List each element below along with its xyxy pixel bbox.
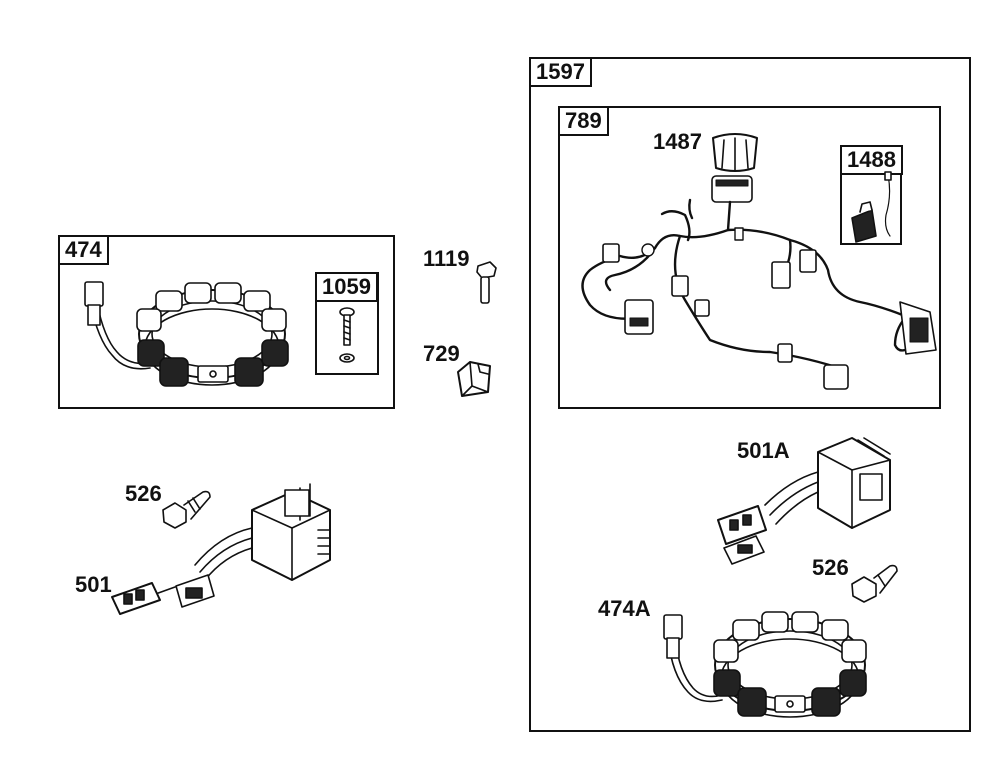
connector-1488-illustration <box>851 171 892 243</box>
harness-789-illustration <box>581 175 937 390</box>
part-501-label: 501 <box>75 572 112 597</box>
group-474-tag: 474 <box>58 235 109 265</box>
part-526-right-label: 526 <box>812 555 849 580</box>
group-789-box <box>558 106 941 409</box>
part-501A-label: 501A <box>737 438 790 463</box>
cap-1487-illustration <box>712 133 758 172</box>
part-526-left-label: 526 <box>125 481 162 506</box>
bolt-526-right-illustration <box>851 564 898 603</box>
part-1487-label: 1487 <box>653 129 702 154</box>
regulator-501-illustration <box>111 483 331 615</box>
group-789-tag: 789 <box>558 106 609 136</box>
stator-474A-illustration <box>663 611 867 718</box>
screw-1059-illustration <box>339 307 355 363</box>
group-474-box <box>58 235 395 409</box>
bolt-526-left-illustration <box>162 490 211 529</box>
part-1119-label: 1119 <box>423 246 470 271</box>
group-1059-tag: 1059 <box>315 272 378 302</box>
stator-474-illustration <box>84 281 289 387</box>
group-1488-tag: 1488 <box>840 145 903 175</box>
group-1597-box <box>529 57 971 732</box>
bolt-1119-illustration <box>476 261 497 304</box>
clip-729-illustration <box>457 361 491 397</box>
regulator-501A-illustration <box>717 437 891 565</box>
part-474A-label: 474A <box>598 596 651 621</box>
part-729-label: 729 <box>423 341 460 366</box>
group-1597-tag: 1597 <box>529 57 592 87</box>
